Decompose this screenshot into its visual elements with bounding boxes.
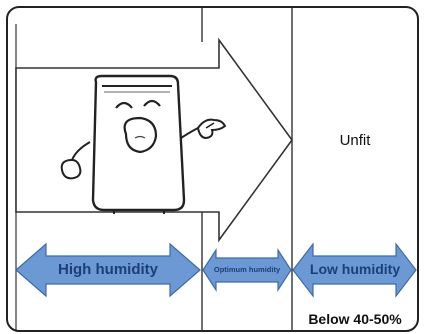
optimum-humidity-label: Optimum humidity (203, 266, 291, 274)
high-humidity-label: High humidity (40, 262, 176, 277)
below-range-label: Below 40-50% (292, 311, 418, 327)
low-humidity-label: Low humidity (306, 262, 404, 276)
unfit-label: Unfit (292, 132, 418, 149)
